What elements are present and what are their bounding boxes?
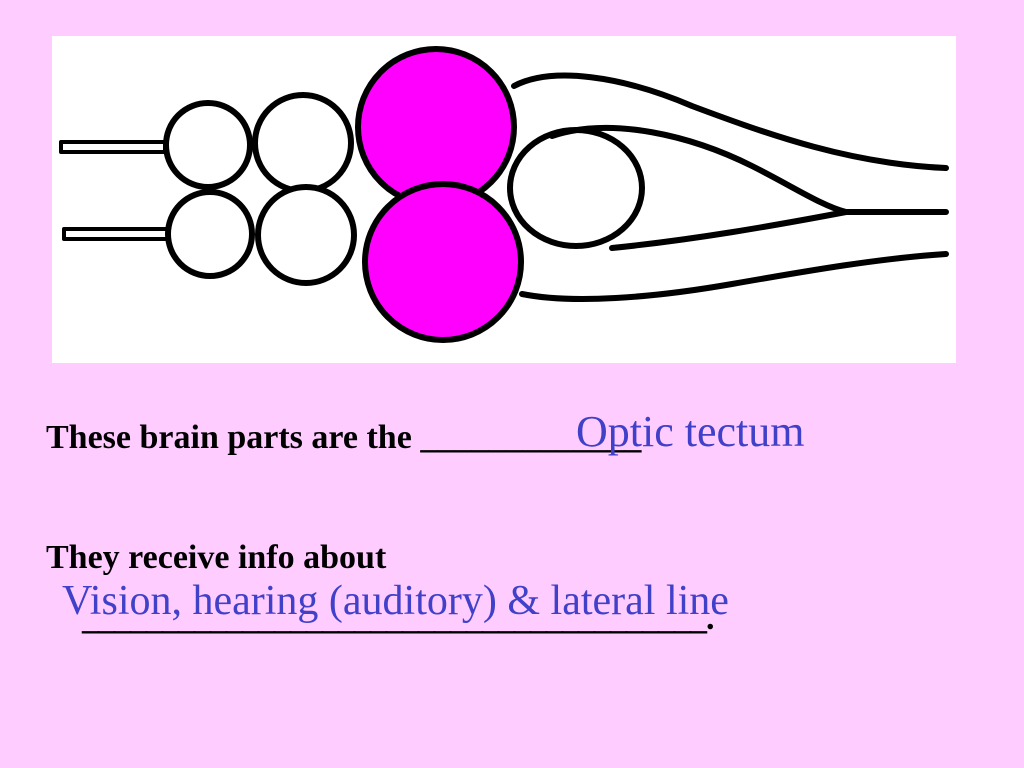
- brain-diagram: [52, 36, 956, 363]
- question2-prompt: They receive info about: [46, 539, 387, 576]
- upper-cerebrum: [252, 92, 354, 194]
- lower-olfactory-bulb: [165, 189, 255, 279]
- lower-cerebrum: [255, 184, 357, 286]
- question2-answer: Vision, hearing (auditory) & lateral lin…: [62, 578, 729, 624]
- upper-inner-contour: [549, 124, 849, 215]
- lower-olfactory-nerve: [62, 227, 170, 241]
- upper-olfactory-bulb: [163, 100, 253, 190]
- question1-line: These brain parts are the _____________: [46, 421, 641, 455]
- lower-inner-contour: [609, 209, 949, 251]
- cerebellum: [507, 127, 645, 249]
- upper-outer-contour: [511, 72, 949, 171]
- question2-line: _______________________________________.: [82, 602, 714, 636]
- question1-answer: Optic tectum: [576, 407, 805, 456]
- brain-diagram-svg: [59, 46, 949, 343]
- question2-end-mark: .: [706, 600, 714, 637]
- question1-prompt: These brain parts are the: [46, 419, 412, 456]
- lower-optic-tectum: [362, 181, 524, 343]
- lower-outer-contour: [519, 251, 949, 302]
- question2-blank: _______________________________________: [82, 600, 707, 637]
- upper-olfactory-nerve: [59, 140, 167, 154]
- question1-blank: _____________: [420, 419, 642, 456]
